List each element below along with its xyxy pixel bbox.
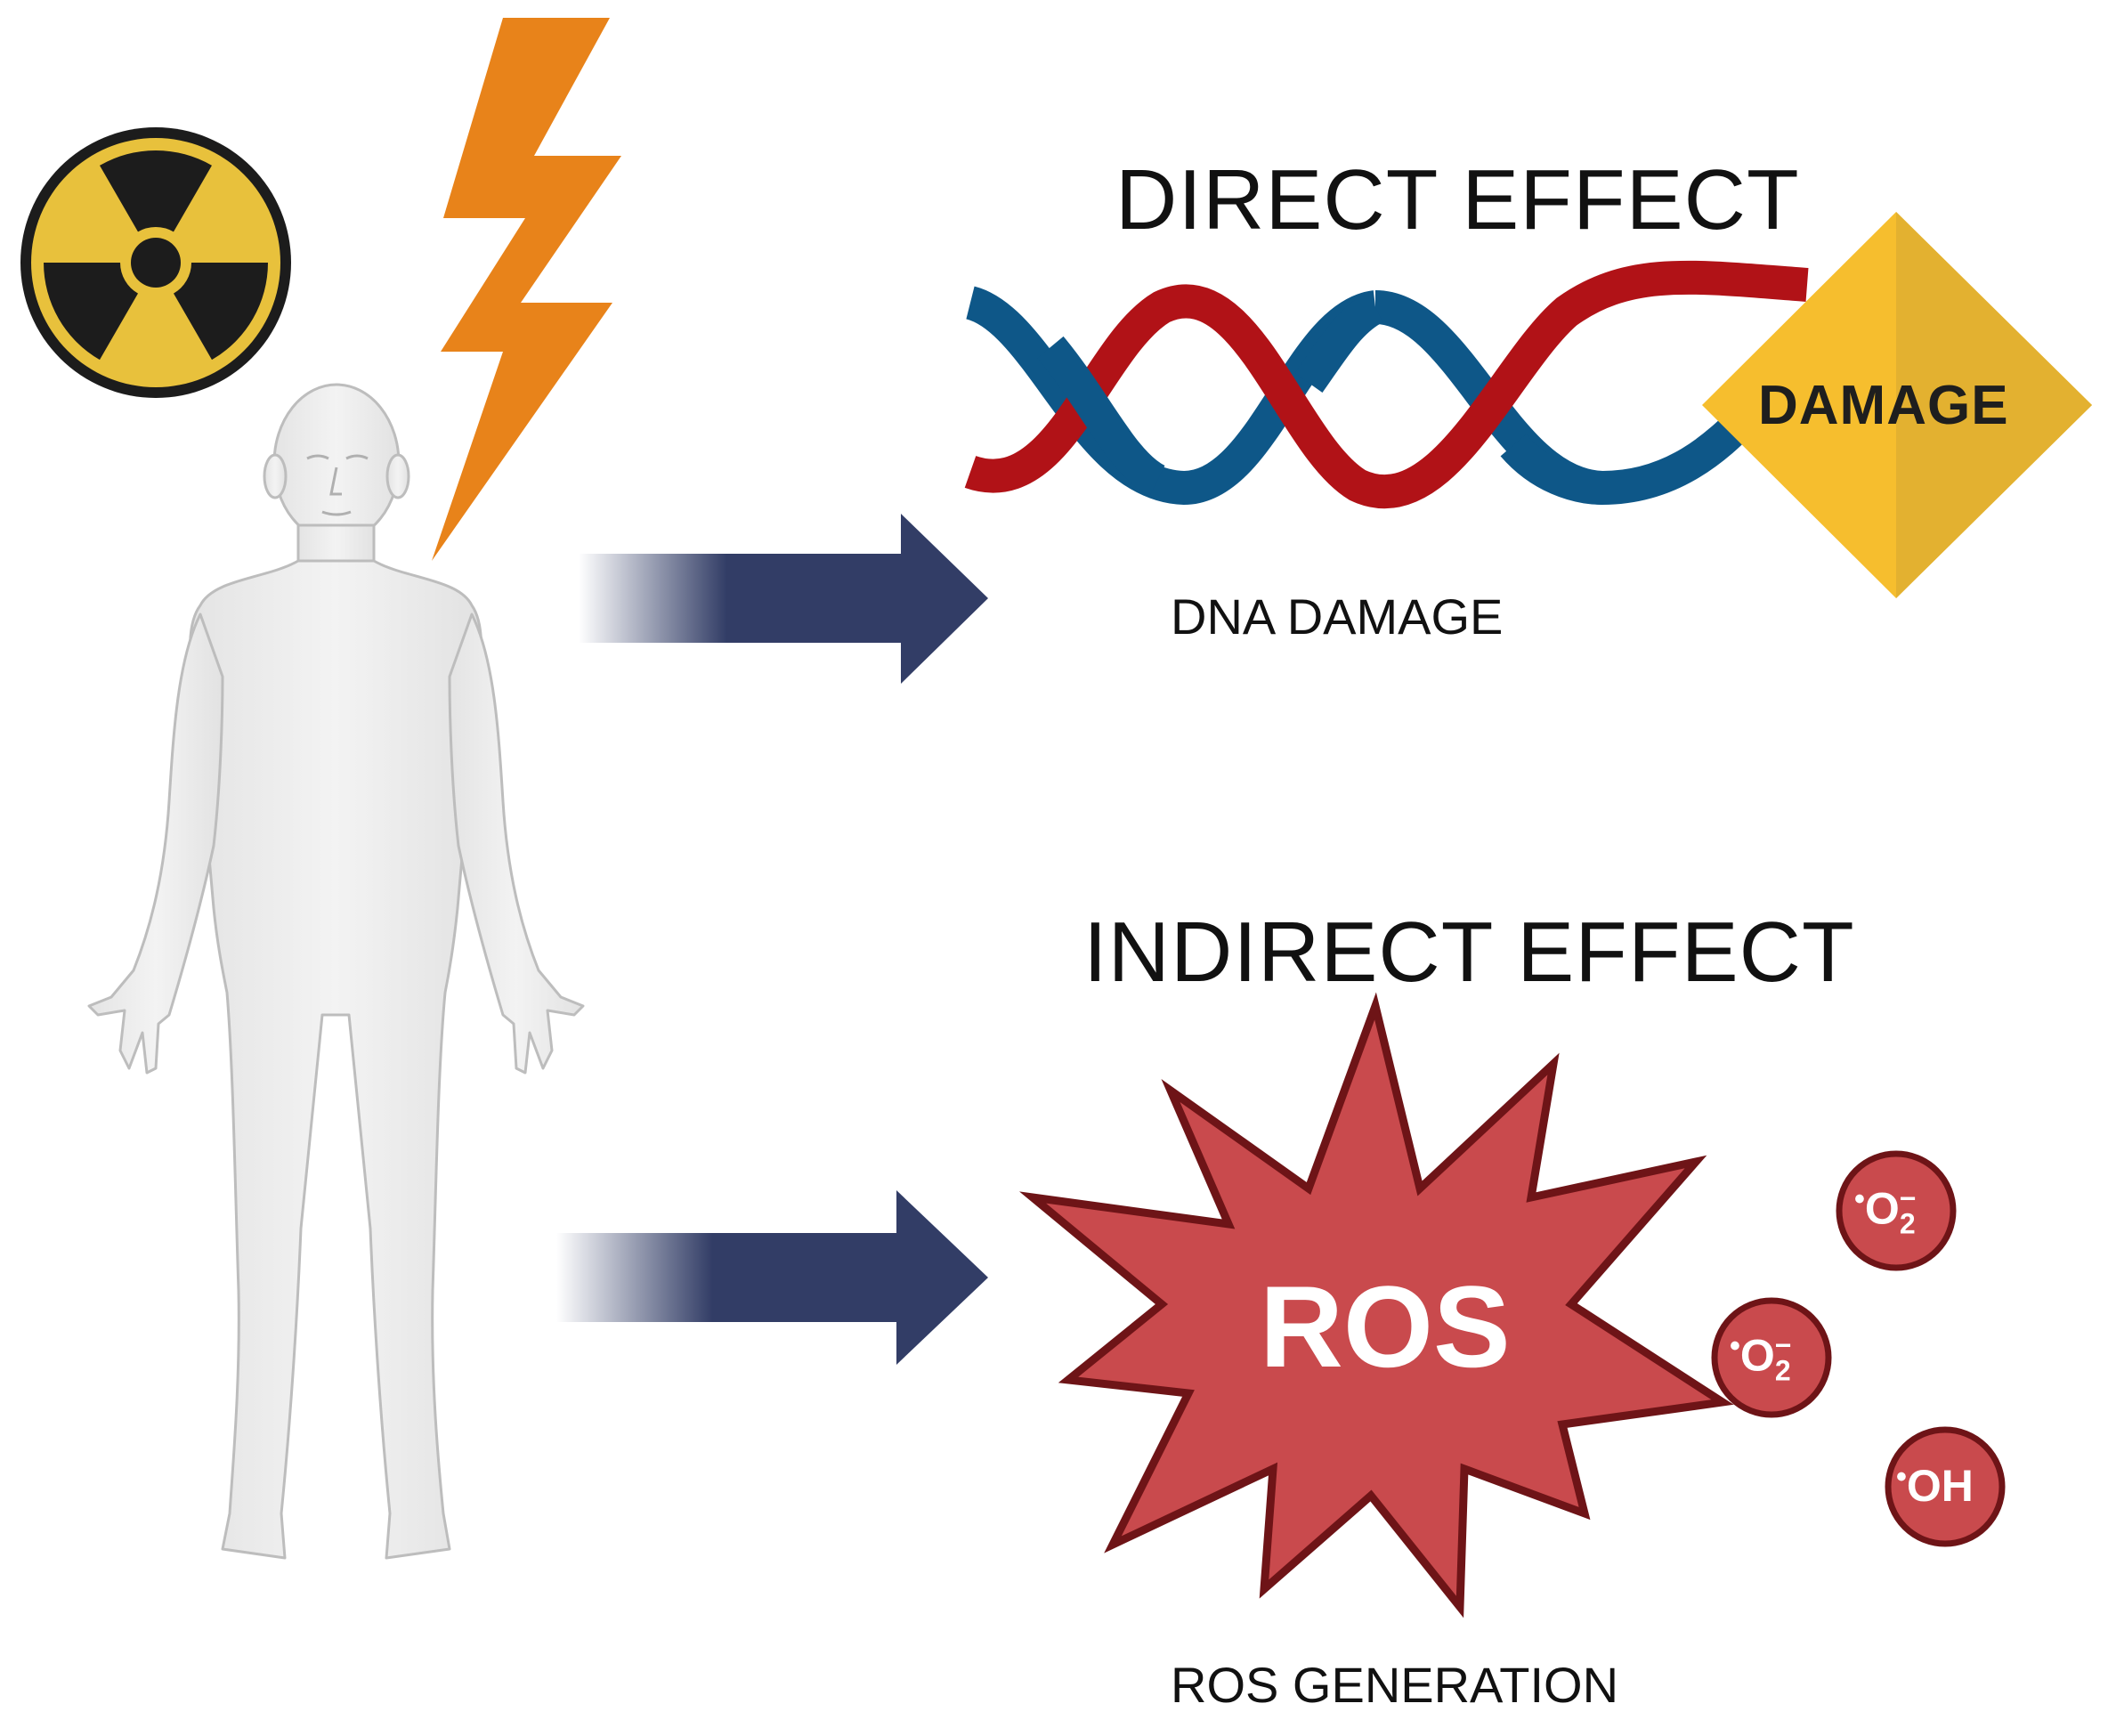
dna-damage-caption: DNA DAMAGE <box>1171 588 1504 645</box>
ros-generation-caption: ROS GENERATION <box>1171 1657 1619 1713</box>
radical-circle <box>1711 1297 1832 1418</box>
ros-burst-label: ROS <box>1260 1261 1511 1391</box>
damage-badge-label: DAMAGE <box>1758 375 2009 436</box>
arrow-to-indirect-effect <box>556 1190 988 1365</box>
direct-effect-heading: DIRECT EFFECT <box>1115 152 1800 247</box>
radical-circle <box>1836 1150 1957 1271</box>
radiation-symbol-icon <box>20 127 291 398</box>
radical-label-hydroxyl: •OH <box>1896 1460 1974 1511</box>
ros-burst-icon <box>1018 992 1734 1618</box>
human-figure-icon <box>87 383 585 1560</box>
arrow-to-direct-effect <box>579 514 988 684</box>
dna-helix-icon <box>964 260 1809 509</box>
lightning-bolt-icon <box>432 18 621 561</box>
damage-diamond-icon <box>1702 212 2092 598</box>
human-face <box>306 454 369 516</box>
radical-label-superoxide-1: •O2− <box>1854 1182 1917 1240</box>
indirect-effect-heading: INDIRECT EFFECT <box>1083 905 1855 1000</box>
radical-circle <box>1885 1426 2006 1547</box>
radical-label-superoxide-2: •O2− <box>1730 1329 1792 1387</box>
